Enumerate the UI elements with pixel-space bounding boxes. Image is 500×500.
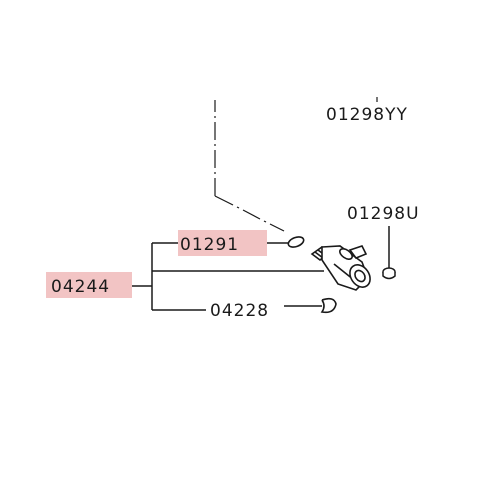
label-01298U: 01298U [347,204,420,224]
leader-lines [132,226,390,311]
bolt-part [382,267,396,280]
label-04228: 04228 [210,301,269,321]
label-01291: 01291 [180,235,239,255]
highlight-box-04244 [46,272,132,298]
clip-part [320,297,337,314]
label-04244: 04244 [51,277,110,297]
label-01298YY: 01298YY [326,105,408,125]
sensor-assembly [310,245,371,291]
center-line [214,100,285,232]
highlight-box-01291 [178,230,267,256]
o-ring-part [287,236,305,248]
